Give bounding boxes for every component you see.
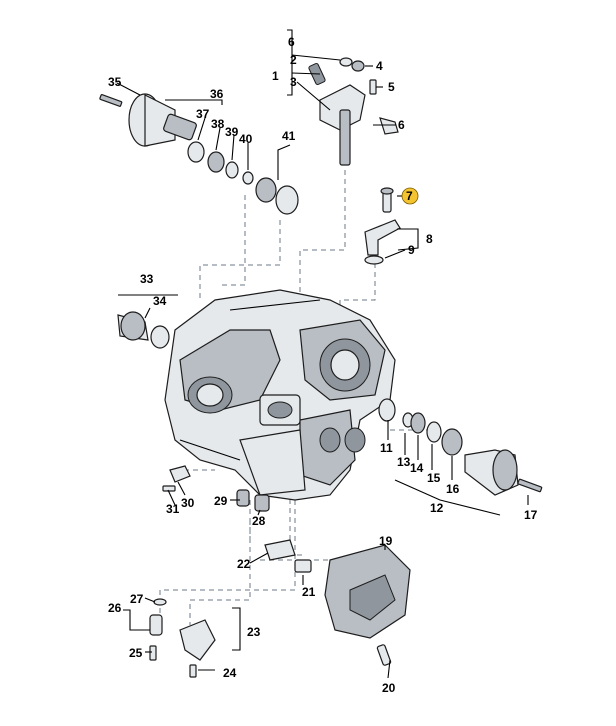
callout-4: 4 <box>376 59 383 73</box>
callout-labels: 6 2 1 3 4 5 6 7 8 9 35 36 37 38 39 40 41… <box>108 35 538 695</box>
callout-36: 36 <box>210 87 224 101</box>
callout-8: 8 <box>426 232 433 246</box>
callout-38: 38 <box>211 117 225 131</box>
callout-28: 28 <box>252 514 266 528</box>
callout-15: 15 <box>427 471 441 485</box>
callout-33: 33 <box>140 272 154 286</box>
callout-2: 2 <box>290 53 297 67</box>
callout-35: 35 <box>108 75 122 89</box>
callout-12: 12 <box>430 501 444 515</box>
callout-40: 40 <box>239 132 253 146</box>
right-drive-flange-assembly <box>378 398 543 496</box>
callout-31: 31 <box>166 502 180 516</box>
callout-21: 21 <box>302 585 316 599</box>
callout-23: 23 <box>247 625 261 639</box>
callout-25: 25 <box>129 646 143 660</box>
callout-22: 22 <box>237 557 251 571</box>
callout-3: 3 <box>290 75 297 89</box>
callout-24: 24 <box>223 666 237 680</box>
callout-27: 27 <box>130 592 144 606</box>
bolt-highlighted <box>380 187 394 213</box>
callout-7-highlight <box>401 187 419 205</box>
callout-17: 17 <box>524 508 538 522</box>
left-drive-flange-assembly <box>99 93 299 215</box>
callout-11: 11 <box>380 441 393 455</box>
callout-39: 39 <box>225 125 239 139</box>
callout-13: 13 <box>397 455 411 469</box>
callout-41: 41 <box>282 129 296 143</box>
callout-6-top: 6 <box>288 35 295 49</box>
callout-14: 14 <box>410 461 424 475</box>
callout-29: 29 <box>214 494 228 508</box>
callout-16: 16 <box>446 482 460 496</box>
callout-37: 37 <box>196 107 210 121</box>
gearbox-housing <box>164 289 396 501</box>
callout-26: 26 <box>108 601 122 615</box>
selector-shaft-assembly <box>308 57 399 166</box>
callout-5: 5 <box>388 80 395 94</box>
leader-lines <box>116 29 529 679</box>
callout-6: 6 <box>398 118 405 132</box>
callout-30: 30 <box>181 496 195 510</box>
callout-20: 20 <box>382 681 396 695</box>
cover-plate-with-seal <box>364 219 401 265</box>
callout-7: 7 <box>406 189 413 203</box>
callout-9: 9 <box>408 243 415 257</box>
callout-19: 19 <box>379 534 393 548</box>
callout-34: 34 <box>153 294 167 308</box>
callout-1: 1 <box>272 69 279 83</box>
lower-components <box>149 465 411 678</box>
left-seal-bearing <box>117 311 170 349</box>
